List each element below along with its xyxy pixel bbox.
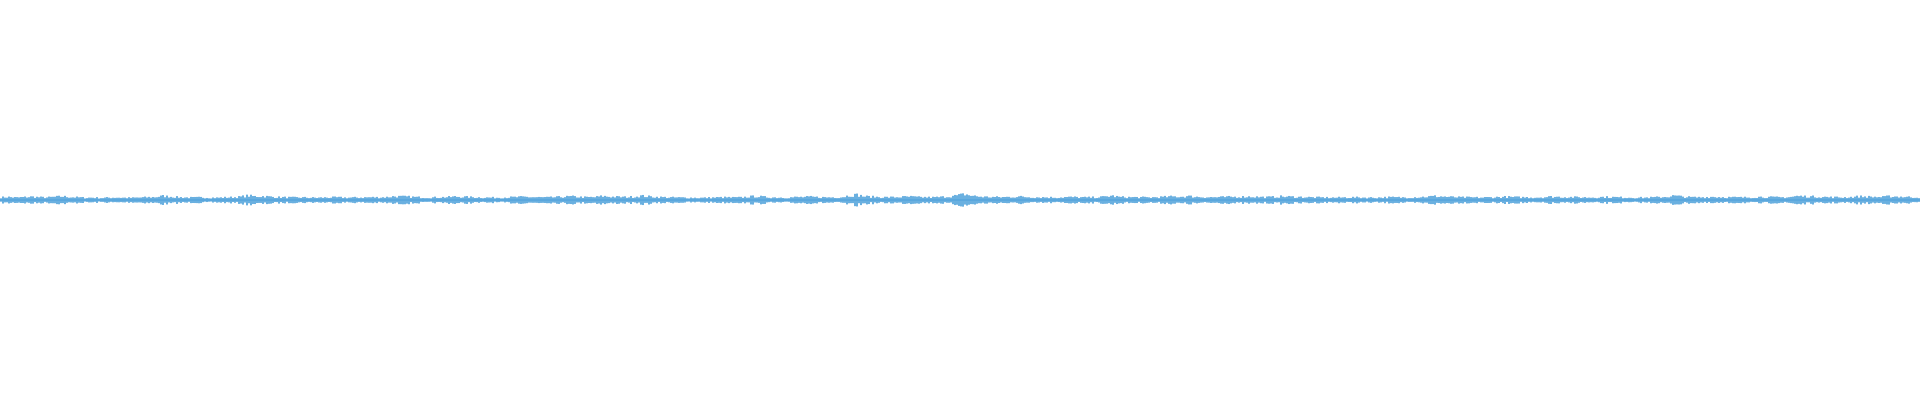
waveform-bars: [0, 193, 1920, 207]
